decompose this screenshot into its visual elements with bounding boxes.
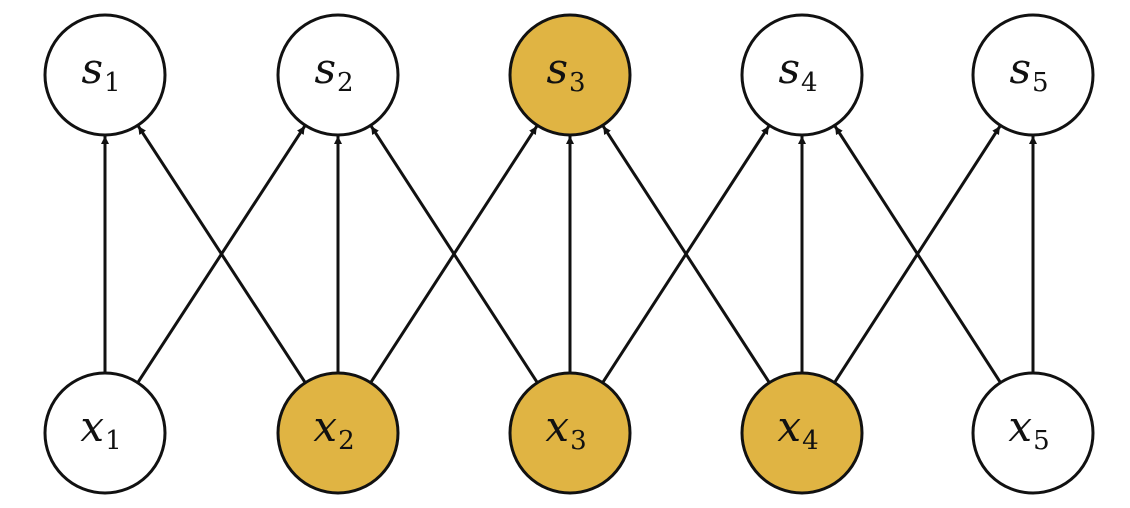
node-s3-circle	[508, 13, 632, 137]
node-index: 4	[801, 68, 818, 98]
node-symbol: x	[313, 402, 337, 451]
node-symbol: s	[81, 44, 103, 93]
node-index: 1	[105, 426, 122, 456]
node-symbol: x	[1008, 402, 1032, 451]
node-x5: x5	[971, 371, 1095, 495]
node-symbol: s	[546, 44, 568, 93]
node-x2: x2	[276, 371, 400, 495]
node-s1-label: s1	[81, 44, 120, 98]
node-symbol: s	[314, 44, 336, 93]
node-x4: x4	[740, 371, 864, 495]
node-x2-label: x2	[313, 402, 354, 456]
node-symbol: x	[777, 402, 801, 451]
node-index: 1	[104, 68, 121, 98]
node-s5-circle	[971, 13, 1095, 137]
node-x5-label: x5	[1008, 402, 1049, 456]
node-x4-label: x4	[777, 402, 818, 456]
node-x3: x3	[508, 371, 632, 495]
node-x2-circle	[276, 371, 400, 495]
edges	[101, 125, 1037, 384]
node-symbol: x	[80, 402, 104, 451]
node-x1: x1	[43, 371, 167, 495]
node-index: 2	[337, 68, 354, 98]
node-index: 4	[802, 426, 819, 456]
node-index: 5	[1033, 426, 1050, 456]
node-x1-circle	[43, 371, 167, 495]
node-s5-label: s5	[1009, 44, 1048, 98]
node-s4: s4	[740, 13, 864, 137]
node-s3: s3	[508, 13, 632, 137]
node-symbol: s	[1009, 44, 1031, 93]
node-s4-circle	[740, 13, 864, 137]
node-symbol: s	[778, 44, 800, 93]
node-s2-circle	[276, 13, 400, 137]
edge-x5-to-s4	[833, 125, 1002, 384]
node-symbol: x	[545, 402, 569, 451]
edge-x4-to-s3	[601, 125, 771, 384]
node-index: 5	[1032, 68, 1049, 98]
node-s3-label: s3	[546, 44, 585, 98]
node-s4-label: s4	[778, 44, 817, 98]
node-x1-label: x1	[80, 402, 121, 456]
node-x5-circle	[971, 371, 1095, 495]
node-x3-label: x3	[545, 402, 586, 456]
node-s5: s5	[971, 13, 1095, 137]
node-index: 3	[570, 426, 587, 456]
node-index: 2	[338, 426, 355, 456]
node-s2: s2	[276, 13, 400, 137]
node-x3-circle	[508, 371, 632, 495]
edge-x3-to-s2	[369, 125, 539, 384]
node-x4-circle	[740, 371, 864, 495]
node-index: 3	[569, 68, 586, 98]
node-s1: s1	[43, 13, 167, 137]
node-s2-label: s2	[314, 44, 353, 98]
edge-x2-to-s1	[137, 125, 307, 384]
node-s1-circle	[43, 13, 167, 137]
